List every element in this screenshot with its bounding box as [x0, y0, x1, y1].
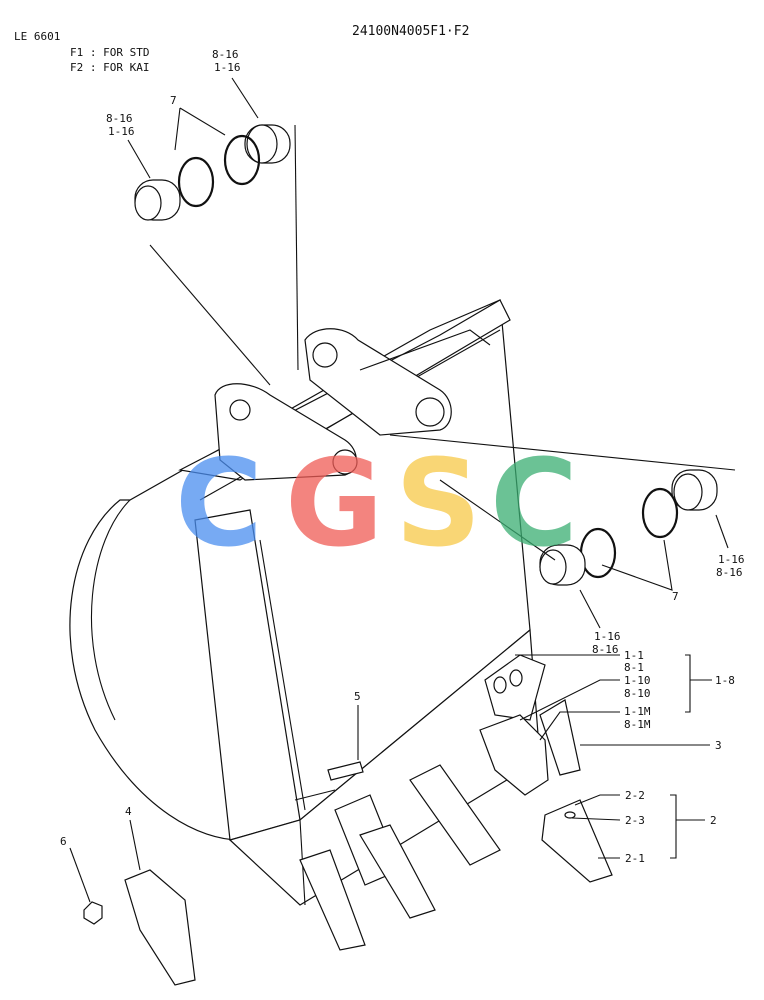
right-pin-group: [389, 434, 736, 629]
callout-adapter-1-10: 1-10: [624, 674, 651, 687]
watermark-logo: C G S C: [175, 435, 578, 574]
watermark-letter-s: S: [395, 435, 481, 574]
callout-tooth-kit-2-1: 2-1: [625, 852, 645, 865]
callout-right-boss-inner-a: 1-16: [594, 630, 621, 643]
part-number-title: 24100N4005F1·F2: [352, 24, 469, 39]
watermark-letter-g: G: [285, 435, 384, 574]
nut-part: [69, 847, 103, 925]
tooth-kit-part: [541, 794, 705, 883]
variant-f1-note: F1 : FOR STD: [70, 46, 149, 59]
tooth-point: [539, 699, 581, 776]
adapter-top: [484, 654, 546, 721]
callout-tooth-kit-group: 2: [710, 814, 717, 827]
callout-nut: 6: [60, 835, 67, 848]
callout-adapter-8-1m: 8-1M: [624, 718, 651, 731]
callout-adapter-1-1: 1-1: [624, 649, 644, 662]
callout-right-boss-inner-b: 8-16: [592, 643, 619, 656]
o-ring-right-outer: [641, 487, 679, 539]
adapter-group: [479, 654, 712, 796]
model-code: LE 6601: [14, 30, 60, 43]
callout-adapter-8-1: 8-1: [624, 661, 644, 674]
callout-adapter-1-1m: 1-1M: [624, 705, 651, 718]
o-ring-upper-left: [177, 156, 215, 208]
o-ring-upper-right: [223, 134, 261, 186]
callout-upper-boss-right-b: 1-16: [214, 61, 241, 74]
callout-pin: 5: [354, 690, 361, 703]
callout-right-boss-outer-b: 8-16: [716, 566, 743, 579]
callout-tooth-kit-2-3: 2-3: [625, 814, 645, 827]
callout-upper-boss-left-a: 8-16: [106, 112, 133, 125]
callout-right-boss-outer-a: 1-16: [718, 553, 745, 566]
bucket-body: [69, 299, 541, 951]
upper-pin-group: [127, 77, 299, 386]
callout-tooth: 3: [715, 739, 722, 752]
variant-f2-note: F2 : FOR KAI: [70, 61, 149, 74]
callout-upper-rings: 7: [170, 94, 177, 107]
watermark-letter-c2: C: [490, 435, 578, 574]
callout-right-rings: 7: [672, 590, 679, 603]
side-cutter-part: [124, 819, 196, 986]
callout-adapter-8-10: 8-10: [624, 687, 651, 700]
watermark-letter-c1: C: [175, 435, 263, 574]
callout-upper-boss-right-a: 8-16: [212, 48, 239, 61]
callout-tooth-kit-2-2: 2-2: [625, 789, 645, 802]
callout-adapter-group: 1-8: [715, 674, 735, 687]
pin-part: [294, 705, 364, 801]
o-ring-right-inner: [579, 527, 617, 579]
adapter-main: [479, 714, 549, 796]
callout-side-cutter: 4: [125, 805, 132, 818]
callout-upper-boss-left-b: 1-16: [108, 125, 135, 138]
